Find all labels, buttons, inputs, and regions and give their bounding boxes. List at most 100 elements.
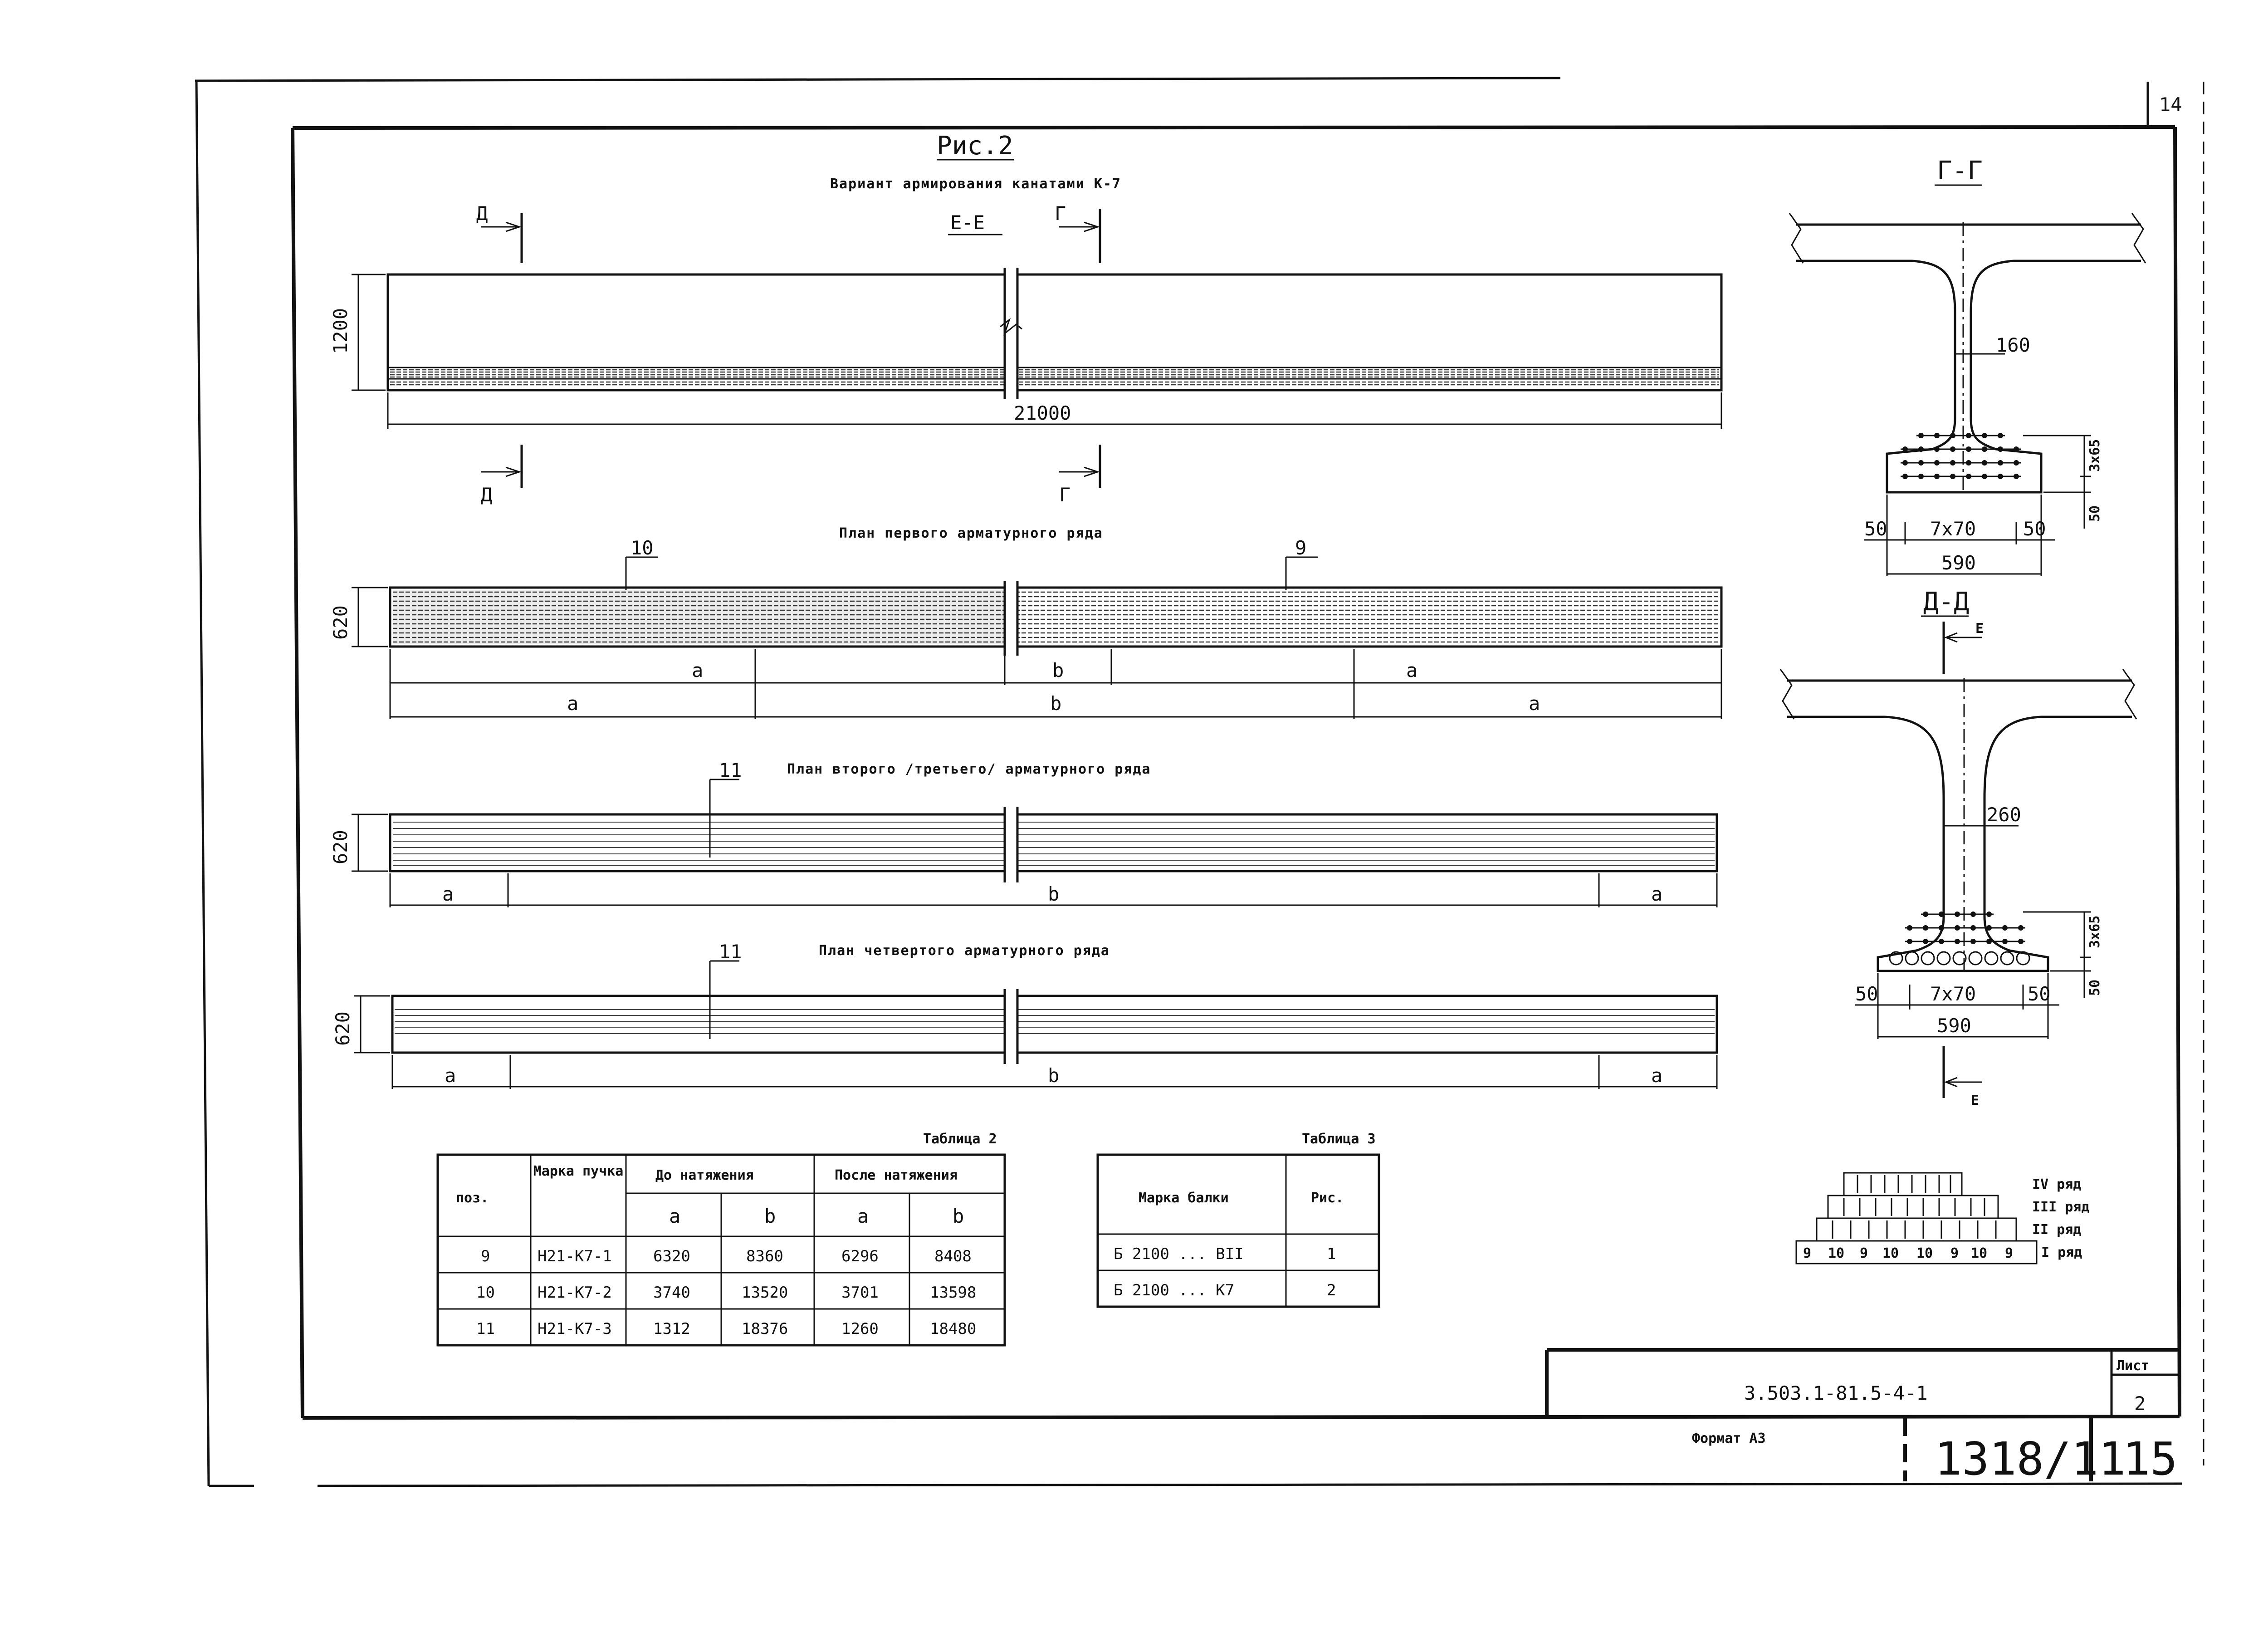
table3-h-fig: Рис. xyxy=(1311,1190,1344,1206)
legend-mark: 10 xyxy=(1971,1245,1987,1261)
plan1-pos-right: 9 xyxy=(1295,537,1306,559)
legend-mark: 9 xyxy=(1950,1245,1959,1261)
plan4-dim-a1: a xyxy=(445,1064,456,1087)
legend-mark: 10 xyxy=(1882,1245,1899,1261)
legend-row2: II ряд xyxy=(2032,1222,2081,1238)
table2-h-mark: Марка пучка xyxy=(533,1163,624,1179)
plan1-dim-bottom-b: b xyxy=(1050,692,1061,715)
plan-row-1: План первого арматурного ряда 620 10 xyxy=(329,525,1723,719)
plan1-dim-top-a2: a xyxy=(1406,659,1418,681)
plan4-pos: 11 xyxy=(719,941,742,963)
sheet-no-top: 14 xyxy=(2159,93,2182,116)
plan4-dim-a2: a xyxy=(1651,1064,1662,1087)
plan1-dim-bottom-a2: a xyxy=(1529,692,1540,715)
legend-mark: 9 xyxy=(1860,1245,1868,1261)
plan1-title: План первого арматурного ряда xyxy=(839,525,1103,541)
table2-h-after: После натяжения xyxy=(835,1167,958,1183)
section-gg-pitch: 7х70 xyxy=(1930,518,1976,540)
plan2-dim-b: b xyxy=(1048,883,1059,905)
table3-row: Б 2100 ... ВII 1 xyxy=(1114,1245,1336,1263)
table2-cell-mark: Н21-К7-1 xyxy=(538,1247,612,1265)
table2-cell-b1: 18376 xyxy=(742,1320,788,1338)
plan4-title: План четвертого арматурного ряда xyxy=(819,943,1110,959)
table2-caption: Таблица 2 xyxy=(923,1131,997,1147)
section-dd-bottom-dim: 50 xyxy=(2087,980,2103,996)
table3-row: Б 2100 ... К7 2 xyxy=(1114,1281,1336,1299)
beam-elevation: Е-Е Д Г 1200 21000 xyxy=(329,202,1723,506)
table3-caption: Таблица 3 xyxy=(1302,1131,1376,1147)
title-block xyxy=(1545,1348,2180,1481)
table2-cell-pos: 10 xyxy=(476,1284,495,1302)
section-gg-rows-dim: 3х65 xyxy=(2087,439,2103,472)
table2-cell-mark: Н21-К7-2 xyxy=(538,1284,612,1302)
plan-row-2: План второго /третьего/ арматурного ряда… xyxy=(329,759,1718,907)
legend-mark: 10 xyxy=(1916,1245,1933,1261)
table2-cell-a1: 1312 xyxy=(653,1320,690,1338)
plan2-dim-a2: a xyxy=(1651,883,1662,905)
table2-cell-b1: 8360 xyxy=(746,1247,783,1265)
table3-cell-mark: Б 2100 ... ВII xyxy=(1114,1245,1244,1263)
plan1-pos-left: 10 xyxy=(631,537,654,559)
table2-h-a1: a xyxy=(669,1205,680,1227)
strand-rows-legend xyxy=(1795,1172,2038,1264)
section-dd-arrow-top: Е xyxy=(1975,621,1984,637)
table2-h-b1: b xyxy=(764,1205,776,1227)
section-gg-web: 160 xyxy=(1996,334,2030,356)
arrow-g-top: Г xyxy=(1055,202,1066,225)
section-gg-edge-left: 50 xyxy=(1864,518,1887,540)
table2-h-b2: b xyxy=(953,1205,964,1227)
section-d-d: Д-Д Е 260 3х65 50 50 xyxy=(1779,587,2137,1108)
table2-cell-a2: 1260 xyxy=(841,1320,879,1338)
table2-row: 11 Н21-К7-3 1312 18376 1260 18480 xyxy=(476,1320,976,1338)
section-gg-width: 590 xyxy=(1941,552,1976,574)
table2-cell-a1: 6320 xyxy=(653,1247,690,1265)
table2-cell-pos: 9 xyxy=(481,1247,490,1265)
table2-cell-b2: 18480 xyxy=(930,1320,976,1338)
table2-cell-a1: 3740 xyxy=(653,1284,690,1302)
legend-mark: 9 xyxy=(2005,1245,2013,1261)
table2-cell-a2: 6296 xyxy=(841,1247,879,1265)
plan2-width-dim: 620 xyxy=(329,830,352,864)
table3-cell-mark: Б 2100 ... К7 xyxy=(1114,1281,1234,1299)
section-gg-title: Г-Г xyxy=(1937,156,1983,186)
plan1-dim-bottom-a1: a xyxy=(567,692,578,715)
plan1-width-dim: 620 xyxy=(329,605,352,640)
table2-cell-a2: 3701 xyxy=(841,1284,879,1302)
table2-h-before: До натяжения xyxy=(655,1167,754,1183)
section-dd-arrow-bottom: Е xyxy=(1971,1093,1979,1108)
list-number: 2 xyxy=(2134,1392,2146,1415)
list-label: Лист xyxy=(2116,1358,2149,1374)
table2-cell-pos: 11 xyxy=(476,1320,495,1338)
legend-mark: 10 xyxy=(1828,1245,1844,1261)
plan2-title: План второго /третьего/ арматурного ряда xyxy=(787,761,1151,777)
height-dim: 1200 xyxy=(329,308,352,354)
plan4-width-dim: 620 xyxy=(332,1011,354,1046)
arrow-d-bottom: Д xyxy=(481,484,492,506)
table2-row: 9 Н21-К7-1 6320 8360 6296 8408 xyxy=(481,1247,972,1265)
sheet-frame xyxy=(195,77,2204,1487)
table2-h-pos: поз. xyxy=(456,1190,489,1206)
table2-cell-b1: 13520 xyxy=(742,1284,788,1302)
table3-h-mark: Марка балки xyxy=(1139,1190,1229,1206)
section-dd-rows-dim: 3х65 xyxy=(2087,916,2103,948)
table2-h-a2: a xyxy=(857,1205,869,1227)
section-g-g: Г-Г 160 3х65 50 50 7х70 xyxy=(1789,156,2146,576)
length-dim: 21000 xyxy=(1014,402,1071,424)
table-2: Таблица 2 xyxy=(436,1131,1006,1347)
section-dd-edge-right: 50 xyxy=(2028,983,2051,1005)
table3-cell-fig: 2 xyxy=(1327,1281,1336,1299)
section-gg-edge-right: 50 xyxy=(2023,518,2046,540)
plan1-dim-top-a1: a xyxy=(692,659,703,681)
section-dd-pitch: 7х70 xyxy=(1930,983,1976,1005)
table2-cell-b2: 13598 xyxy=(930,1284,976,1302)
arrow-g-bottom: Г xyxy=(1059,484,1070,506)
legend-mark: 9 xyxy=(1803,1245,1811,1261)
section-dd-edge-left: 50 xyxy=(1855,983,1878,1005)
plan-row-4: План четвертого арматурного ряда 620 11 … xyxy=(332,941,1718,1089)
section-dd-web: 260 xyxy=(1987,804,2021,826)
drawing-code: 3.503.1-81.5-4-1 xyxy=(1744,1382,1928,1404)
legend-row1: I ряд xyxy=(2041,1245,2082,1260)
table3-cell-fig: 1 xyxy=(1327,1245,1336,1263)
section-e-label: Е-Е xyxy=(950,211,985,234)
